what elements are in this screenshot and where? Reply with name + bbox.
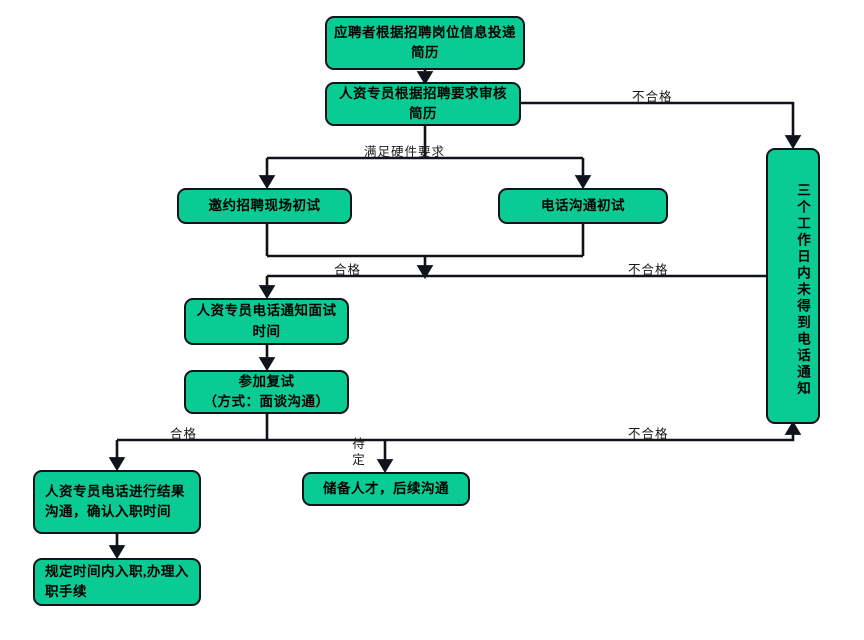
node-onsite-first-interview[interactable]: 邀约招聘现场初试 <box>177 188 352 224</box>
edge-label-fail-top: 不合格 <box>632 90 673 104</box>
node-phone-first-interview-label: 电话沟通初试 <box>541 197 625 213</box>
node-hr-review-resume-label: 人资专员根据招聘要求审核简历 <box>339 85 507 121</box>
node-hr-review-resume[interactable]: 人资专员根据招聘要求审核简历 <box>325 82 521 126</box>
node-talent-pool[interactable]: 储备人才，后续沟通 <box>302 472 470 506</box>
node-phone-first-interview[interactable]: 电话沟通初试 <box>498 188 668 224</box>
node-second-interview-line1: 参加复试 <box>238 373 295 389</box>
edge-label-meets-requirement: 满足硬件要求 <box>364 145 446 159</box>
node-second-interview[interactable]: 参加复试 （方式：面谈沟通） <box>184 370 349 414</box>
edge-review-fail-to-nocall <box>521 101 802 150</box>
edge-label-pass-second: 合格 <box>170 427 198 441</box>
node-talent-pool-label: 储备人才，后续沟通 <box>323 480 449 496</box>
node-onboarding[interactable]: 规定时间内入职,办理入职手续 <box>33 558 201 606</box>
edge-label-pending: 待定 <box>352 437 366 467</box>
node-hr-result-call-label: 人资专员电话进行结果沟通，确认入职时间 <box>45 483 185 519</box>
node-onsite-first-interview-label: 邀约招聘现场初试 <box>208 197 321 213</box>
node-apply-resume-label: 应聘者根据招聘岗位信息投递简历 <box>334 24 516 60</box>
node-second-interview-line2: （方式：面谈沟通） <box>203 394 330 409</box>
node-no-call-in-3-days[interactable]: 三个工作日内未得到电话通知 <box>766 148 820 424</box>
node-no-call-in-3-days-label: 三个工作日内未得到电话通知 <box>795 182 810 398</box>
node-hr-notify-interview-time[interactable]: 人资专员电话通知面试时间 <box>184 298 349 345</box>
edge-fail-to-nocall-bottom <box>760 420 802 442</box>
edge-label-fail-first: 不合格 <box>628 263 669 277</box>
node-apply-resume[interactable]: 应聘者根据招聘岗位信息投递简历 <box>325 16 525 70</box>
edge-label-pass-first: 合格 <box>334 263 362 277</box>
edge-label-fail-second: 不合格 <box>628 427 669 441</box>
node-second-interview-label: 参加复试 （方式：面谈沟通） <box>192 372 341 413</box>
node-onboarding-label: 规定时间内入职,办理入职手续 <box>45 563 189 599</box>
node-hr-notify-interview-time-label: 人资专员电话通知面试时间 <box>196 303 337 339</box>
node-hr-result-call[interactable]: 人资专员电话进行结果沟通，确认入职时间 <box>33 470 201 534</box>
